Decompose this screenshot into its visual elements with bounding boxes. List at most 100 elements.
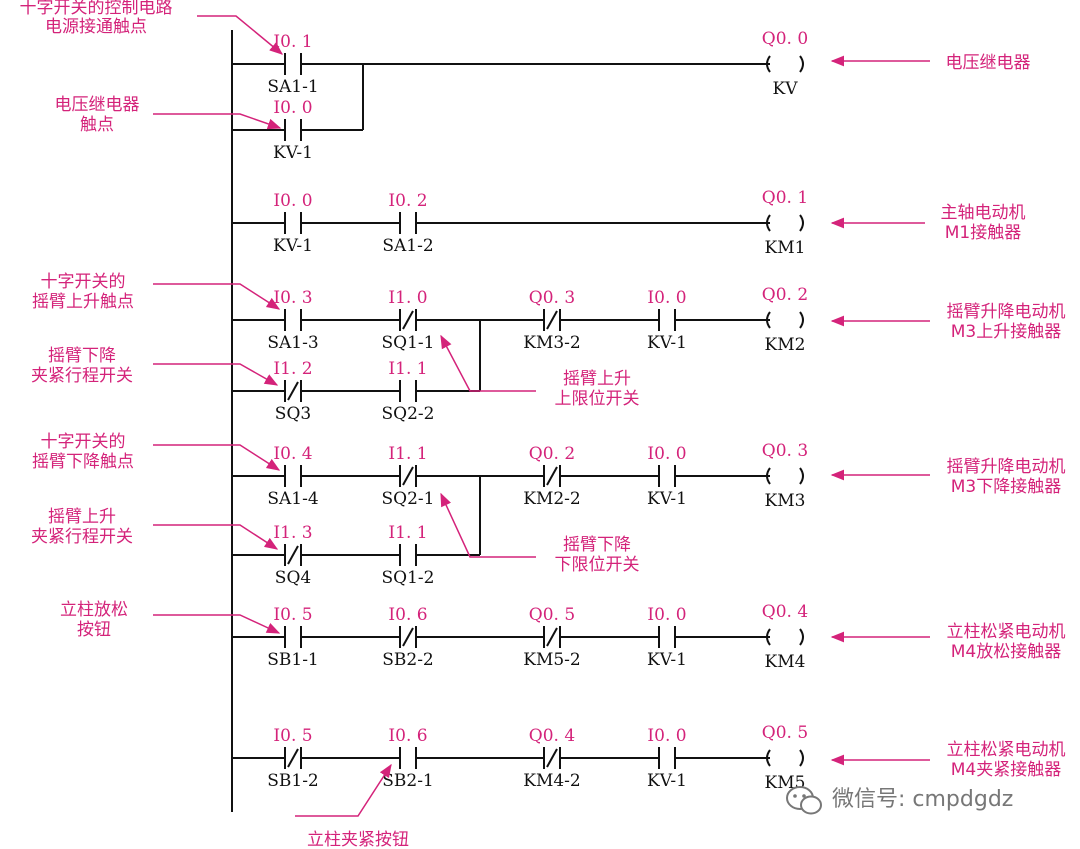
no-contact: I0. 5 SB1-1 bbox=[267, 605, 319, 670]
pointer-arrow bbox=[153, 444, 281, 471]
annotation-text: 摇臂上升触点 bbox=[32, 292, 134, 312]
contact-address: I0. 0 bbox=[647, 726, 686, 746]
contact-address: I1. 3 bbox=[273, 523, 312, 543]
pointer-arrow bbox=[153, 113, 282, 130]
wechat-icon bbox=[786, 786, 822, 815]
contact-label: SB2-1 bbox=[382, 771, 434, 791]
annotation-text: 按钮 bbox=[77, 620, 111, 640]
contact-address: I0. 2 bbox=[388, 191, 427, 211]
coil-address: Q0. 1 bbox=[762, 188, 808, 208]
coil-right-arc bbox=[799, 628, 804, 646]
nc-contact: I0. 5 SB1-2 bbox=[267, 726, 319, 791]
contact-address: I0. 5 bbox=[273, 605, 312, 625]
coil-right-arc bbox=[799, 214, 804, 232]
output-coil: Q0. 3 KM3 bbox=[762, 441, 808, 511]
nc-slash bbox=[546, 466, 558, 486]
pointer-arrow bbox=[295, 763, 392, 817]
contact-label: KV-1 bbox=[647, 333, 687, 353]
contact-label: SB1-1 bbox=[267, 650, 319, 670]
annotation-text: 电压继电器 bbox=[55, 95, 140, 115]
contact-address: I0. 6 bbox=[388, 605, 427, 625]
contact-label: SB1-2 bbox=[267, 771, 319, 791]
pointer-arrow bbox=[153, 524, 279, 550]
nc-slash bbox=[546, 748, 558, 768]
contact-label: SA1-1 bbox=[267, 77, 318, 97]
coil-left-arc bbox=[766, 749, 771, 767]
coil-address: Q0. 3 bbox=[762, 441, 808, 461]
annotation-text: 摇臂下降 bbox=[48, 346, 116, 366]
contact-label: SQ1-1 bbox=[382, 333, 435, 353]
contact-address: Q0. 2 bbox=[529, 444, 575, 464]
contact-label: KV-1 bbox=[273, 143, 313, 163]
coil-left-arc bbox=[766, 467, 771, 485]
coil-left-arc bbox=[766, 214, 771, 232]
contact-label: KV-1 bbox=[647, 771, 687, 791]
annotation-text: 下限位开关 bbox=[555, 555, 640, 575]
contact-address: I1. 2 bbox=[273, 359, 312, 379]
no-contact: I0. 0KV-1 bbox=[647, 444, 687, 509]
contact-label: SB2-2 bbox=[382, 650, 434, 670]
contact-label: KV-1 bbox=[273, 236, 313, 256]
watermark: 微信号: cmpdgdz bbox=[786, 786, 1013, 815]
no-contact: I0. 0KV-1 bbox=[273, 191, 313, 256]
contact-address: Q0. 4 bbox=[529, 726, 575, 746]
contact-address: I0. 4 bbox=[273, 444, 312, 464]
coil-left-arc bbox=[766, 311, 771, 329]
output-coil: Q0. 0KV bbox=[762, 29, 808, 99]
annotation-text: M3下降接触器 bbox=[951, 477, 1061, 497]
annotation-text: 触点 bbox=[80, 115, 114, 135]
annotation-text: 立柱夹紧按钮 bbox=[307, 830, 409, 849]
contact-label: SQ3 bbox=[275, 404, 311, 424]
nc-slash bbox=[402, 627, 414, 647]
coil-label: KM2 bbox=[765, 335, 806, 355]
contact-address: I0. 0 bbox=[273, 98, 312, 118]
contact-address: Q0. 5 bbox=[529, 605, 575, 625]
contact-address: Q0. 3 bbox=[529, 288, 575, 308]
contact-label: KM4-2 bbox=[523, 771, 580, 791]
annotation-text: 主轴电动机 bbox=[941, 203, 1026, 223]
contact-label: SA1-3 bbox=[267, 333, 318, 353]
annotation-text: 十字开关的控制电路 bbox=[20, 0, 173, 18]
nc-slash bbox=[287, 545, 299, 565]
coil-address: Q0. 4 bbox=[762, 602, 808, 622]
coil-label: KM1 bbox=[765, 238, 806, 258]
contact-label: KV-1 bbox=[647, 650, 687, 670]
pointer-arrow bbox=[153, 283, 281, 310]
annotation-text: 十字开关的 bbox=[41, 432, 126, 452]
coil-left-arc bbox=[766, 628, 771, 646]
contact-address: I0. 0 bbox=[647, 605, 686, 625]
coil-address: Q0. 2 bbox=[762, 285, 808, 305]
nc-slash bbox=[287, 381, 299, 401]
annotation-text: 摇臂下降触点 bbox=[32, 452, 134, 472]
contact-label: SQ1-2 bbox=[382, 568, 435, 588]
coil-label: KM5 bbox=[765, 773, 806, 793]
coil-label: KM3 bbox=[765, 491, 806, 511]
contact-address: I0. 0 bbox=[647, 288, 686, 308]
contact-label: SQ2-2 bbox=[382, 404, 435, 424]
annotation-text: 摇臂下降 bbox=[563, 535, 631, 555]
coil-right-arc bbox=[799, 55, 804, 73]
nc-contact: Q0. 4 KM4-2 bbox=[523, 726, 580, 791]
annotation-text: M4夹紧接触器 bbox=[951, 760, 1061, 780]
contact-address: I0. 5 bbox=[273, 726, 312, 746]
pointer-arrow bbox=[440, 492, 536, 558]
nc-slash bbox=[402, 466, 414, 486]
contact-address: I1. 1 bbox=[388, 444, 427, 464]
